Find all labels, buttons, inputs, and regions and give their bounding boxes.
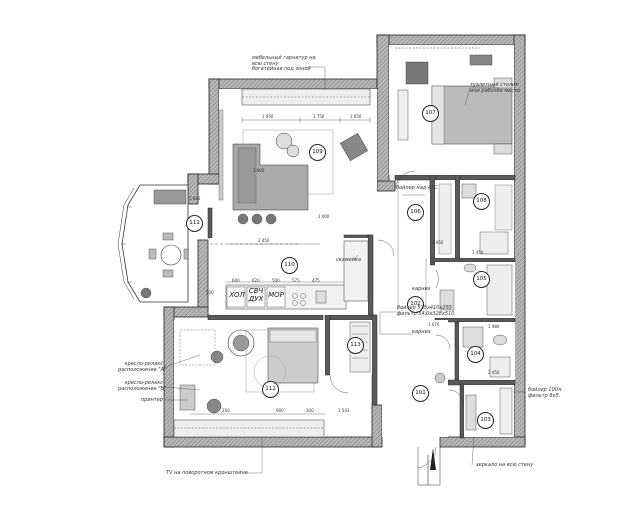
dimension-label: 1 900: [253, 168, 265, 173]
door-swings: [329, 170, 464, 405]
bathroom-105: [435, 262, 515, 318]
curtain-lower-note: карниз: [412, 329, 431, 335]
boiler-filter-note: бойлер 575х410х255 фильтр 54,0х328х510: [397, 305, 455, 317]
dimension-label: 1 070: [428, 322, 440, 327]
dimension-label: 1 803: [189, 196, 201, 201]
fridge-label: ХОЛ: [229, 291, 245, 299]
room-tag-105: 105: [473, 271, 490, 288]
room-tag-103: 103: [477, 412, 494, 429]
dressing-table-note: туалетный столик или рабочее место: [470, 82, 520, 94]
bathroom-104: [459, 322, 515, 380]
room-tag-108: 108: [473, 193, 490, 210]
dimension-label: 620: [252, 278, 260, 283]
dimension-label: 1 543: [338, 408, 350, 413]
dimension-lines: [190, 117, 427, 415]
dimension-label: 1 450: [472, 250, 484, 255]
room-tag-111: 111: [186, 215, 203, 232]
dimension-label: 250: [222, 408, 230, 413]
dimension-label: 500: [272, 278, 280, 283]
room-tag-101: 101: [412, 385, 429, 402]
dimension-label: 2 450: [488, 370, 500, 375]
furniture-set-note: мебельный гарнитур на всю стену богатейн…: [252, 55, 316, 72]
room-tag-110: 110: [281, 257, 298, 274]
room-tag-104: 104: [467, 346, 484, 363]
room-tag-112: 112: [262, 381, 279, 398]
mirror-note: зеркало на всю стену: [476, 462, 534, 468]
printer-note: принтер: [140, 397, 163, 403]
curtain-upper-note: карниз: [412, 286, 431, 292]
kitchen-110: [210, 238, 369, 315]
outer-walls: [163, 34, 526, 448]
hall-102-entry-101: [382, 191, 448, 486]
dimension-label: 1 950: [262, 114, 274, 119]
freezer-label: МОР: [268, 291, 284, 299]
bedroom-107: [389, 45, 514, 175]
chair-b-note: кресло-релакс расположение "Б": [118, 380, 167, 392]
dimension-label: 1 050: [350, 114, 362, 119]
inner-walls: [207, 174, 516, 439]
oven-label: ДУХ: [248, 295, 264, 303]
room-tag-107: 107: [422, 105, 439, 122]
room-tag-113: 113: [347, 337, 364, 354]
balcony-111: [117, 184, 189, 303]
dimension-label: 900: [276, 408, 284, 413]
dimension-label: 1 000: [318, 214, 330, 219]
rooms-106-108: [435, 180, 514, 258]
leader-lines: [164, 66, 526, 474]
dimension-label: 500: [206, 290, 214, 295]
dimension-label: 3 950: [432, 240, 444, 245]
dimension-label: 1 750: [313, 114, 325, 119]
bedroom-112: [173, 320, 325, 438]
dimension-label: 2 450: [258, 238, 270, 243]
chair-a-note: кресло-релакс расположение "А": [118, 361, 167, 373]
room-tag-102: 102: [407, 296, 424, 313]
boiler-top-note: бойлер над АТС: [396, 185, 438, 191]
dimension-label: 575: [292, 278, 300, 283]
hall-103: [464, 385, 514, 437]
room-tag-106: 106: [407, 204, 424, 221]
bench-note: скамейка: [336, 257, 362, 263]
boiler-right-note: бойлер 100л. фильтр 8х5.: [528, 387, 563, 399]
dimension-label: 600: [232, 278, 240, 283]
dimension-label: 300: [306, 408, 314, 413]
dimension-label: 1 980: [488, 324, 500, 329]
living-room-109: [218, 88, 377, 225]
tv-note: TV на поворотном кронштейне: [166, 470, 248, 476]
room-tag-109: 109: [309, 144, 326, 161]
microwave-label: СВЧ: [248, 287, 264, 295]
dimension-label: 475: [312, 278, 320, 283]
